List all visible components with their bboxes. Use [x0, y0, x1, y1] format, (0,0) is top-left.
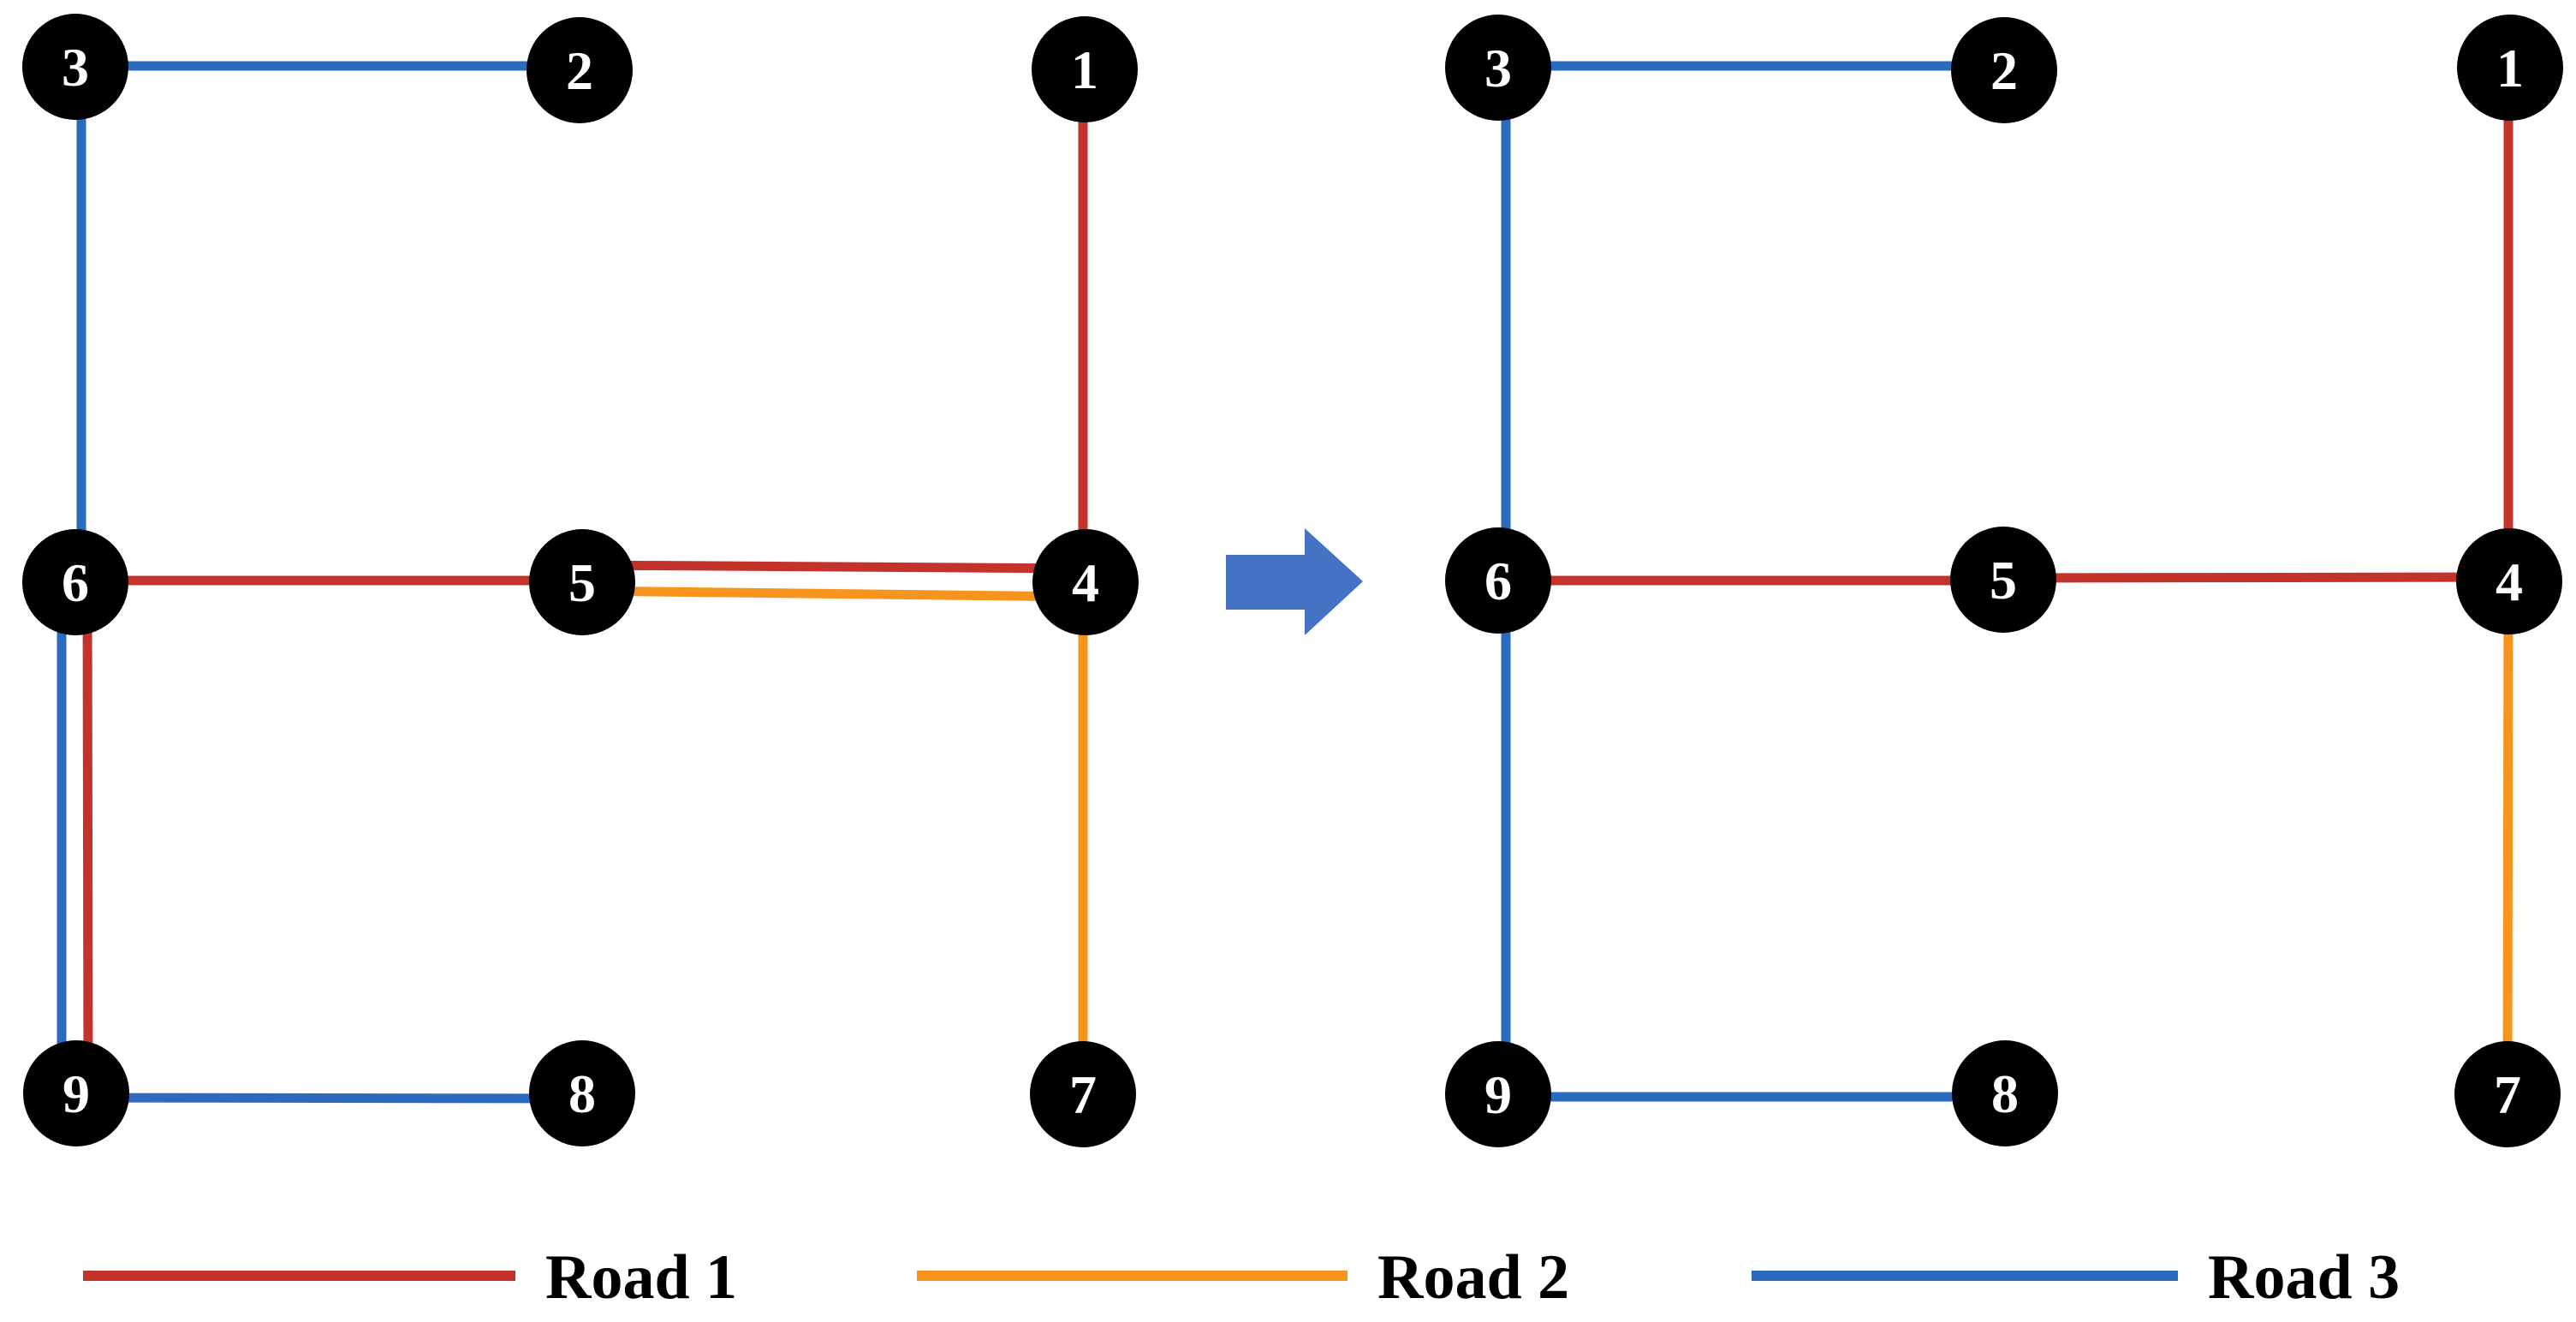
legend-label-road1: Road 1: [545, 1242, 737, 1313]
node-before-7: [1030, 1041, 1136, 1147]
node-label-after-4: 4: [2496, 551, 2523, 612]
node-label-after-6: 6: [1484, 551, 1512, 611]
node-label-before-4: 4: [1072, 552, 1099, 613]
node-after-1: [2457, 15, 2563, 121]
node-before-5: [529, 529, 635, 635]
node-label-after-5: 5: [1990, 550, 2017, 610]
node-before-9: [23, 1040, 129, 1146]
node-after-7: [2454, 1041, 2561, 1147]
node-label-before-6: 6: [62, 552, 89, 613]
node-after-9: [1445, 1041, 1551, 1147]
node-label-before-5: 5: [568, 552, 596, 613]
node-after-4: [2456, 528, 2562, 634]
edge-after-5-4-road1: [2002, 572, 2510, 583]
node-after-3: [1445, 15, 1551, 121]
node-label-before-8: 8: [568, 1063, 596, 1124]
node-label-after-8: 8: [1991, 1063, 2019, 1124]
node-label-after-9: 9: [1484, 1064, 1512, 1125]
node-after-2: [1951, 17, 2057, 123]
node-before-1: [1032, 16, 1138, 122]
node-label-before-9: 9: [62, 1063, 90, 1124]
legend-label-road3: Road 3: [2208, 1242, 2400, 1313]
node-before-2: [527, 17, 633, 123]
node-after-8: [1952, 1040, 2058, 1146]
edge-before-9-8-road3: [75, 1093, 583, 1104]
node-label-after-3: 3: [1484, 38, 1512, 98]
node-label-after-2: 2: [1990, 40, 2018, 101]
node-label-before-3: 3: [62, 37, 89, 98]
node-label-before-7: 7: [1069, 1064, 1097, 1125]
node-label-before-2: 2: [566, 40, 593, 101]
node-before-6: [22, 529, 128, 635]
transform-arrow-icon: [1226, 528, 1363, 635]
node-before-8: [529, 1040, 635, 1146]
node-after-5: [1950, 527, 2056, 633]
node-before-3: [22, 14, 128, 120]
node-before-4: [1032, 529, 1139, 635]
node-label-after-1: 1: [2496, 38, 2524, 98]
node-label-after-7: 7: [2494, 1064, 2521, 1125]
node-after-6: [1445, 527, 1551, 634]
edge-before-5-4-road2: [581, 586, 1086, 602]
legend-label-road2: Road 2: [1377, 1242, 1569, 1313]
edge-before-5-4-road1: [581, 560, 1086, 574]
node-label-before-1: 1: [1071, 39, 1098, 100]
edge-before-6-9-road1: [82, 581, 93, 1094]
